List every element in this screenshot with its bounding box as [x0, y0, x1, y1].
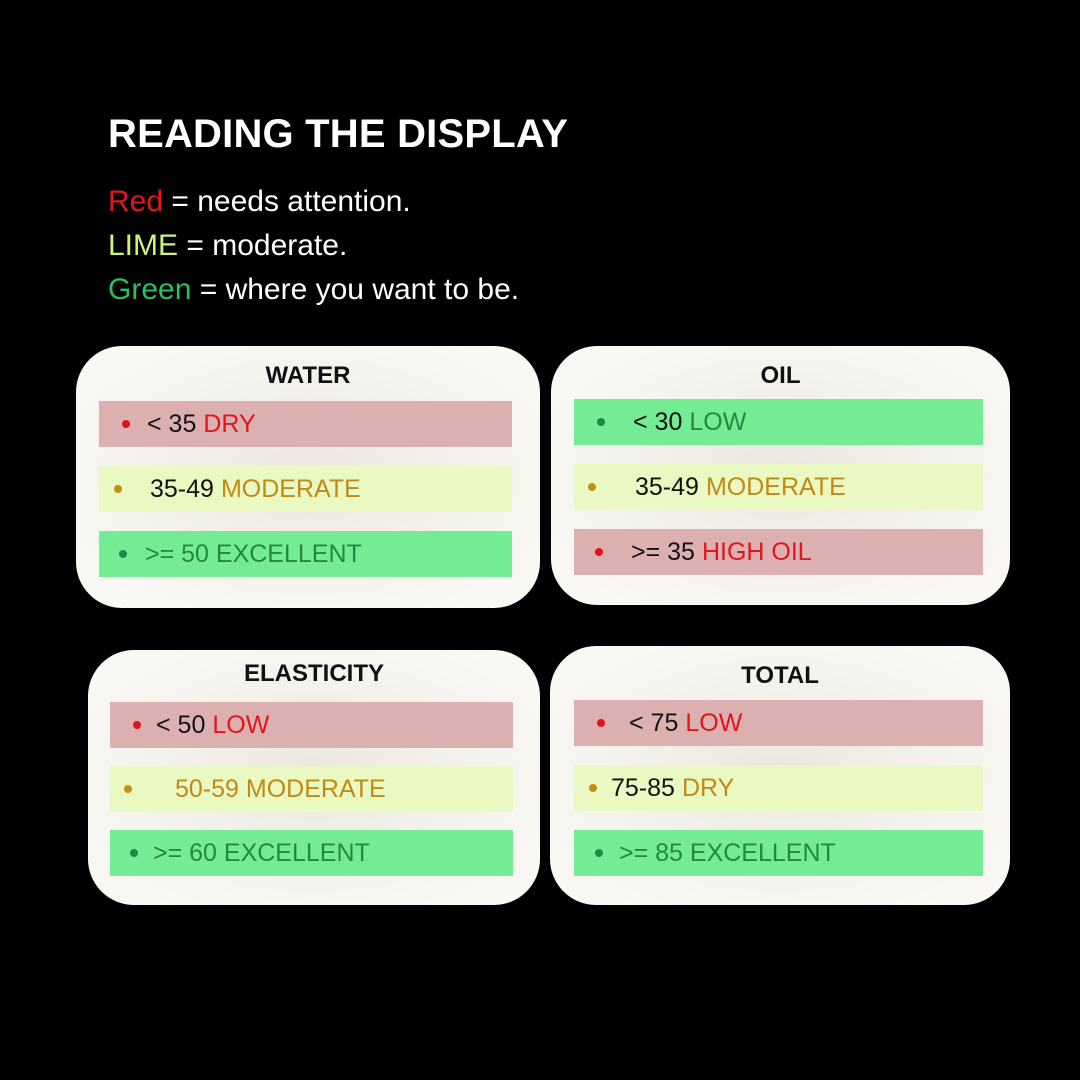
- range-value: >= 85 EXCELLENT: [619, 838, 836, 867]
- total-row-excellent: >= 85 EXCELLENT: [574, 830, 983, 876]
- range-value: < 30: [633, 407, 683, 436]
- range-label: DRY: [203, 409, 256, 438]
- range-label: MODERATE: [705, 472, 846, 501]
- red-bullet-icon: [122, 420, 130, 428]
- gold-bullet-icon: [589, 784, 597, 792]
- gold-bullet-icon: [588, 483, 596, 491]
- red-bullet-icon: [595, 548, 603, 556]
- gold-bullet-icon: [114, 485, 122, 493]
- legend-keyword-red: Red: [108, 185, 164, 218]
- range-value: 75-85: [611, 773, 675, 802]
- oil-card: OIL < 30 LOW 35-49 MODERATE >= 35 HIGH O…: [551, 346, 1010, 605]
- range-value: 50-59 MODERATE: [175, 774, 386, 803]
- range-label: LOW: [685, 708, 743, 737]
- range-value: < 75: [629, 708, 679, 737]
- legend-line-lime: LIME = moderate.: [108, 224, 519, 268]
- legend-keyword-green: Green: [108, 273, 192, 306]
- total-row-dry: 75-85 DRY: [574, 765, 983, 811]
- gold-bullet-icon: [124, 785, 132, 793]
- total-card: TOTAL < 75 LOW 75-85 DRY >= 85 EXCELLENT: [550, 646, 1010, 905]
- range-value: >= 35: [631, 537, 695, 566]
- legend-keyword-lime: LIME: [108, 229, 179, 262]
- range-label: DRY: [681, 773, 735, 802]
- water-row-dry: < 35 DRY: [99, 401, 512, 447]
- elasticity-card: ELASTICITY < 50 LOW 50-59 MODERATE >= 60…: [88, 650, 540, 905]
- total-card-title: TOTAL: [741, 662, 819, 689]
- green-bullet-icon: [119, 550, 127, 558]
- water-row-excellent: >= 50 EXCELLENT: [99, 531, 512, 577]
- total-row-low: < 75 LOW: [574, 700, 983, 746]
- legend-line-green: Green = where you want to be.: [108, 268, 519, 312]
- green-bullet-icon: [595, 849, 603, 857]
- red-bullet-icon: [597, 719, 605, 727]
- water-card: WATER < 35 DRY 35-49 MODERATE >= 50 EXCE…: [76, 346, 540, 608]
- green-bullet-icon: [597, 418, 605, 426]
- page-title: READING THE DISPLAY: [108, 112, 569, 156]
- legend-text-red: = needs attention.: [163, 185, 411, 218]
- water-row-moderate: 35-49 MODERATE: [99, 466, 512, 512]
- range-value: < 35: [147, 409, 197, 438]
- elasticity-row-excellent: >= 60 EXCELLENT: [110, 830, 513, 876]
- range-value: >= 60 EXCELLENT: [153, 838, 370, 867]
- oil-row-low: < 30 LOW: [574, 399, 983, 445]
- elasticity-row-low: < 50 LOW: [110, 702, 513, 748]
- legend-line-red: Red = needs attention.: [108, 180, 519, 224]
- range-label: LOW: [689, 407, 747, 436]
- range-value: 35-49: [150, 474, 214, 503]
- color-legend: Red = needs attention. LIME = moderate. …: [108, 180, 519, 312]
- legend-text-lime: = moderate.: [178, 229, 348, 262]
- range-label: HIGH OIL: [701, 537, 812, 566]
- elasticity-row-moderate: 50-59 MODERATE: [110, 766, 513, 812]
- green-bullet-icon: [130, 849, 138, 857]
- range-value: 35-49: [635, 472, 699, 501]
- legend-text-green: = where you want to be.: [191, 273, 520, 306]
- elasticity-card-title: ELASTICITY: [243, 660, 384, 687]
- oil-row-moderate: 35-49 MODERATE: [574, 464, 983, 510]
- oil-card-title: OIL: [760, 362, 801, 389]
- oil-row-high-oil: >= 35 HIGH OIL: [574, 529, 983, 575]
- red-bullet-icon: [133, 721, 141, 729]
- range-value: >= 50 EXCELLENT: [145, 539, 362, 568]
- range-value: < 50: [156, 710, 206, 739]
- water-card-title: WATER: [265, 362, 351, 389]
- range-label: MODERATE: [220, 474, 361, 503]
- range-label: LOW: [212, 710, 270, 739]
